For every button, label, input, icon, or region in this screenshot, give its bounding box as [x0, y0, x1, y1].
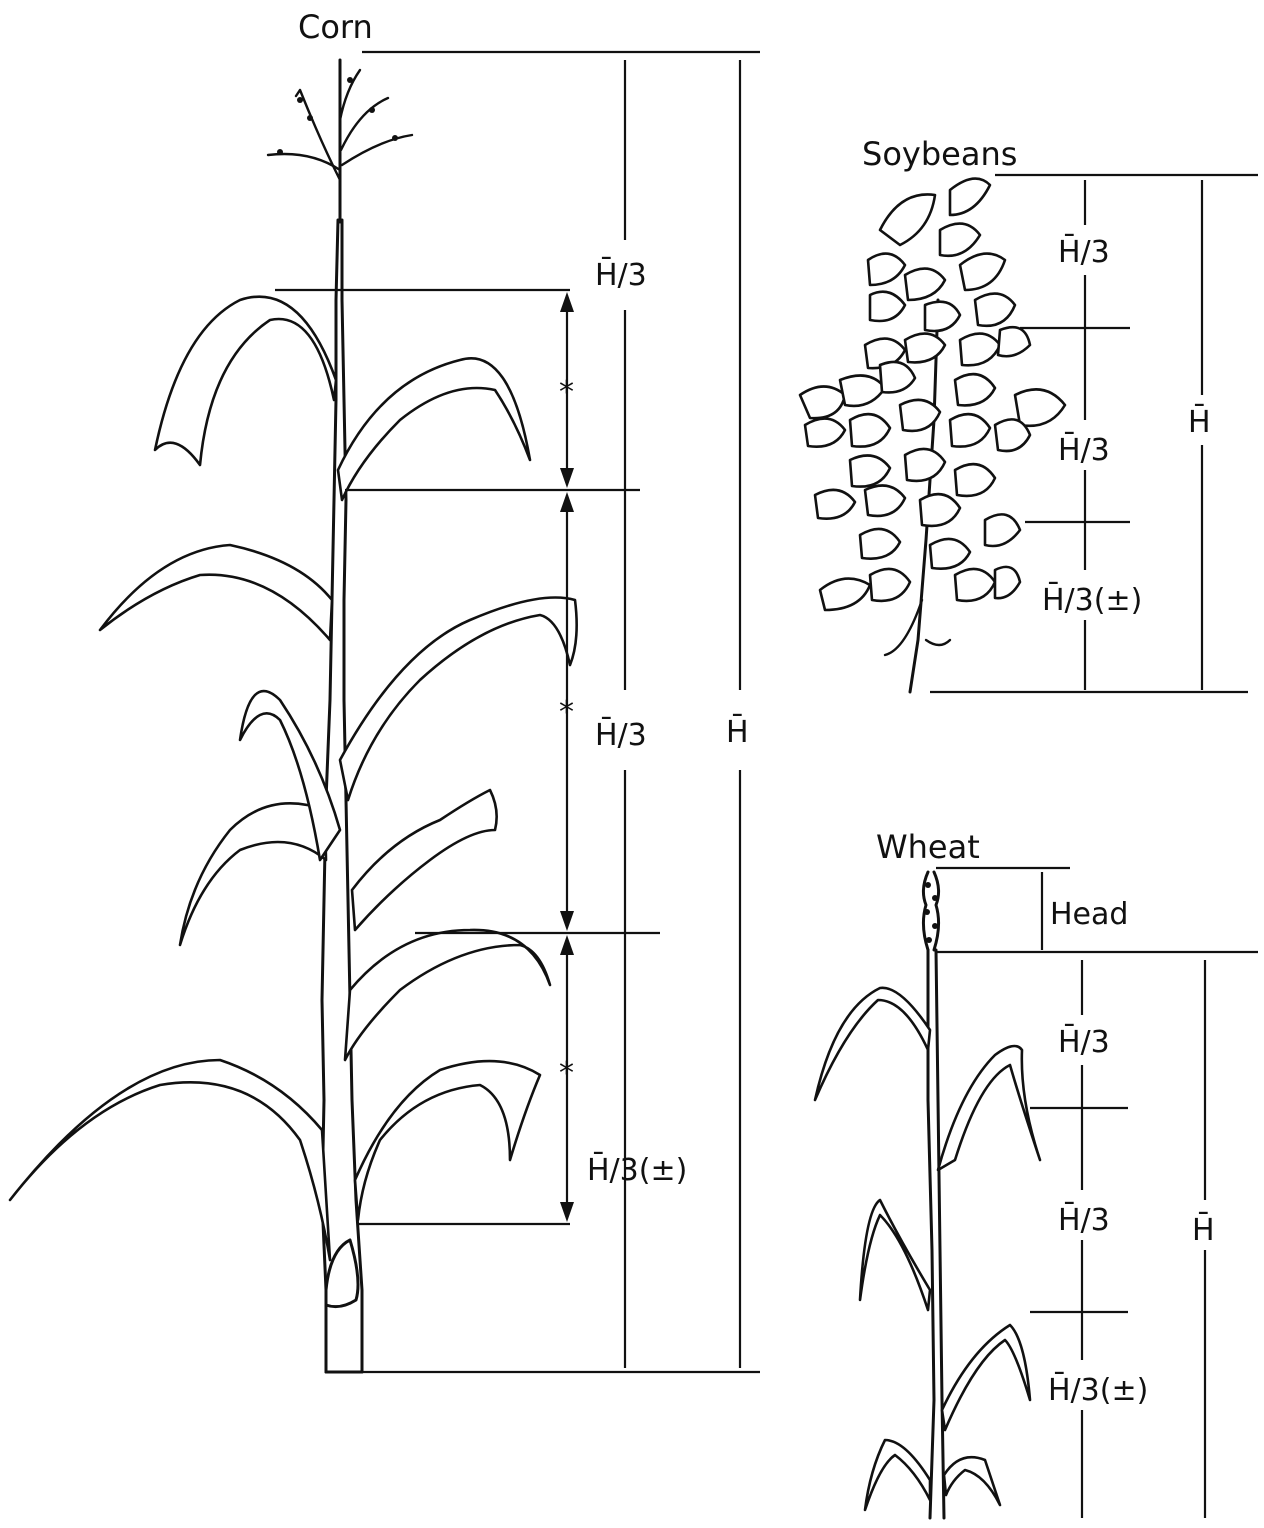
soybeans-top-third-label: H̄/3	[1058, 234, 1110, 270]
soybeans-bottom-third-label: H̄/3(±)	[1042, 582, 1142, 618]
soybeans-total-height-label: H̄	[1188, 404, 1211, 440]
corn-middle-third-label: H̄/3	[595, 717, 647, 753]
wheat-bottom-third-label: H̄/3(±)	[1048, 1372, 1148, 1408]
corn-marker-bottom: *	[559, 1056, 574, 1091]
wheat-title: Wheat	[876, 828, 980, 866]
corn-marker-top: *	[559, 375, 574, 410]
wheat-top-third-label: H̄/3	[1058, 1024, 1110, 1060]
soybeans-middle-third-label: H̄/3	[1058, 432, 1110, 468]
corn-total-height-label: H̄	[726, 714, 749, 750]
wheat-dimensions	[936, 868, 1258, 1518]
wheat-plant-drawing	[815, 872, 1040, 1518]
corn-bottom-third-label: H̄/3(±)	[587, 1152, 687, 1188]
corn-top-third-label: H̄/3	[595, 257, 647, 293]
soybeans-title: Soybeans	[862, 135, 1017, 173]
corn-title: Corn	[298, 8, 373, 46]
wheat-head-label: Head	[1050, 897, 1128, 932]
corn-marker-middle: *	[559, 695, 574, 730]
wheat-middle-third-label: H̄/3	[1058, 1202, 1110, 1238]
wheat-total-height-label: H̄	[1192, 1212, 1215, 1248]
soybean-plant-drawing	[800, 179, 1065, 692]
corn-plant-drawing	[10, 60, 577, 1372]
